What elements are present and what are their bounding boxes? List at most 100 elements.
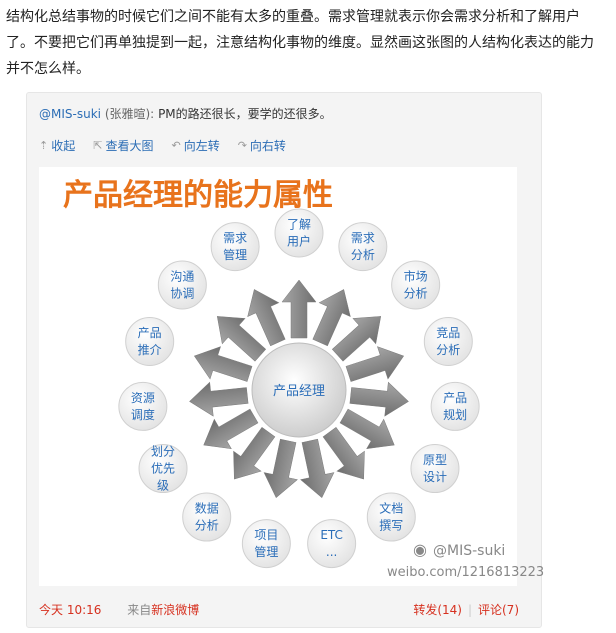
node-label: 竞品 <box>436 326 460 340</box>
repost-button[interactable]: 转发(14) <box>413 603 462 617</box>
node-label: 分析 <box>404 286 428 300</box>
node-circle <box>138 444 188 493</box>
arrow-icon <box>193 346 253 382</box>
node-label: 文档 <box>379 501 403 516</box>
node-label: 管理 <box>223 247 247 262</box>
ability-diagram-image[interactable]: 产品经理的能力属性 产品经理 了解用户需求分析市场分析竞品分析产品规划原型设计文… <box>39 167 544 586</box>
repost-text: PM的路还很长，要学的还很多。 <box>158 107 332 121</box>
center-circle <box>251 342 347 438</box>
node-label: 推介 <box>138 343 162 357</box>
node-label: 调度 <box>131 407 155 422</box>
repost-box: @MIS-suki (张雅暄): PM的路还很长，要学的还很多。 ⇡ 收起 ⇱ … <box>26 92 544 628</box>
ability-node: 需求管理 <box>210 222 260 272</box>
node-label: 管理 <box>254 544 278 559</box>
rotate-right-icon: ↷ <box>237 139 247 152</box>
node-label: 设计 <box>423 470 447 484</box>
ability-node: 需求分析 <box>338 222 388 272</box>
node-label: 原型 <box>423 453 447 467</box>
node-label: 产品 <box>443 391 467 405</box>
node-label: 用户 <box>287 234 311 249</box>
post-actions: 转发(14) | 评论(7) <box>413 601 519 618</box>
arrow-icon <box>216 316 267 362</box>
node-circle <box>182 492 232 542</box>
repost-header: @MIS-suki (张雅暄): PM的路还很长，要学的还很多。 <box>39 105 332 122</box>
source-link[interactable]: 新浪微博 <box>151 603 200 617</box>
comment-button[interactable]: 评论(7) <box>478 603 519 617</box>
ability-node: 了解用户 <box>274 208 324 258</box>
node-label: 撰写 <box>379 519 403 533</box>
node-label: 需求 <box>223 231 247 245</box>
post-meta: 今天 10:16 来自新浪微博 转发(14) | 评论(7) <box>39 601 529 618</box>
external-link-icon: ⇱ <box>93 139 103 152</box>
divider: | <box>467 603 472 617</box>
rotate-left-button[interactable]: ↶ 向左转 <box>171 139 220 153</box>
repost-real-name: (张雅暄): <box>104 107 155 121</box>
node-label: ETC <box>320 528 343 542</box>
node-label: 项目 <box>254 528 278 542</box>
node-circle <box>391 260 441 310</box>
node-label: 产品 <box>138 326 162 340</box>
image-toolbar: ⇡ 收起 ⇱ 查看大图 ↶ 向左转 ↷ 向右转 <box>39 137 286 154</box>
node-circle <box>338 222 388 272</box>
node-label: 划分 <box>151 445 175 459</box>
arrow-icon <box>349 381 409 417</box>
view-large-button[interactable]: ⇱ 查看大图 <box>93 139 154 153</box>
node-circle <box>125 316 175 366</box>
node-circle <box>241 519 291 569</box>
node-label: 分析 <box>436 343 460 357</box>
node-label: 沟通 <box>170 269 194 283</box>
arrow-icon <box>300 438 335 498</box>
arrow-icon <box>339 408 395 450</box>
node-circle <box>118 381 168 431</box>
arrow-icon <box>312 289 351 347</box>
node-label: 协调 <box>170 285 194 300</box>
node-label: 优先 <box>151 462 175 476</box>
node-label: 市场 <box>404 268 428 283</box>
node-circle <box>366 492 416 542</box>
ability-node: ETC... <box>307 519 357 569</box>
post-time[interactable]: 今天 10:16 <box>39 603 102 617</box>
node-circle <box>410 444 460 493</box>
arrow-icon <box>247 289 286 347</box>
node-circle <box>307 519 357 569</box>
arrow-icon <box>203 408 259 450</box>
watermark: ◉ @MIS-suki weibo.com/1216813223 <box>387 540 544 580</box>
arrow-icon <box>189 381 249 417</box>
arrow-up-icon: ⇡ <box>39 139 49 152</box>
node-label: ... <box>326 545 337 559</box>
node-label: 需求 <box>351 231 375 245</box>
node-circle <box>430 381 480 431</box>
weibo-logo-icon: ◉ <box>413 540 427 559</box>
diagram-title: 产品经理的能力属性 <box>63 178 333 213</box>
node-circle <box>423 316 473 366</box>
rotate-right-button[interactable]: ↷ 向右转 <box>237 139 286 153</box>
arrow-icon <box>345 346 405 382</box>
node-circle <box>274 208 324 258</box>
diagram-svg: 产品经理的能力属性 产品经理 了解用户需求分析市场分析竞品分析产品规划原型设计文… <box>63 178 544 580</box>
arrow-icon <box>263 438 298 498</box>
arrow-icon <box>281 279 317 339</box>
post-text: 结构化总结事物的时候它们之间不能有太多的重叠。需求管理就表示你会需求分析和了解用… <box>6 9 594 77</box>
arrow-icon <box>331 316 382 362</box>
arrow-icon <box>322 427 365 480</box>
watermark-handle: @MIS-suki <box>433 543 505 559</box>
post-source: 来自新浪微博 <box>127 603 200 617</box>
repost-user-link[interactable]: @MIS-suki <box>39 107 101 121</box>
collapse-button[interactable]: ⇡ 收起 <box>39 139 76 153</box>
center-label: 产品经理 <box>273 384 325 399</box>
watermark-url: weibo.com/1216813223 <box>387 565 544 580</box>
node-label: 了解 <box>287 218 311 232</box>
node-label: 数据 <box>195 501 219 516</box>
node-circle <box>157 260 207 310</box>
